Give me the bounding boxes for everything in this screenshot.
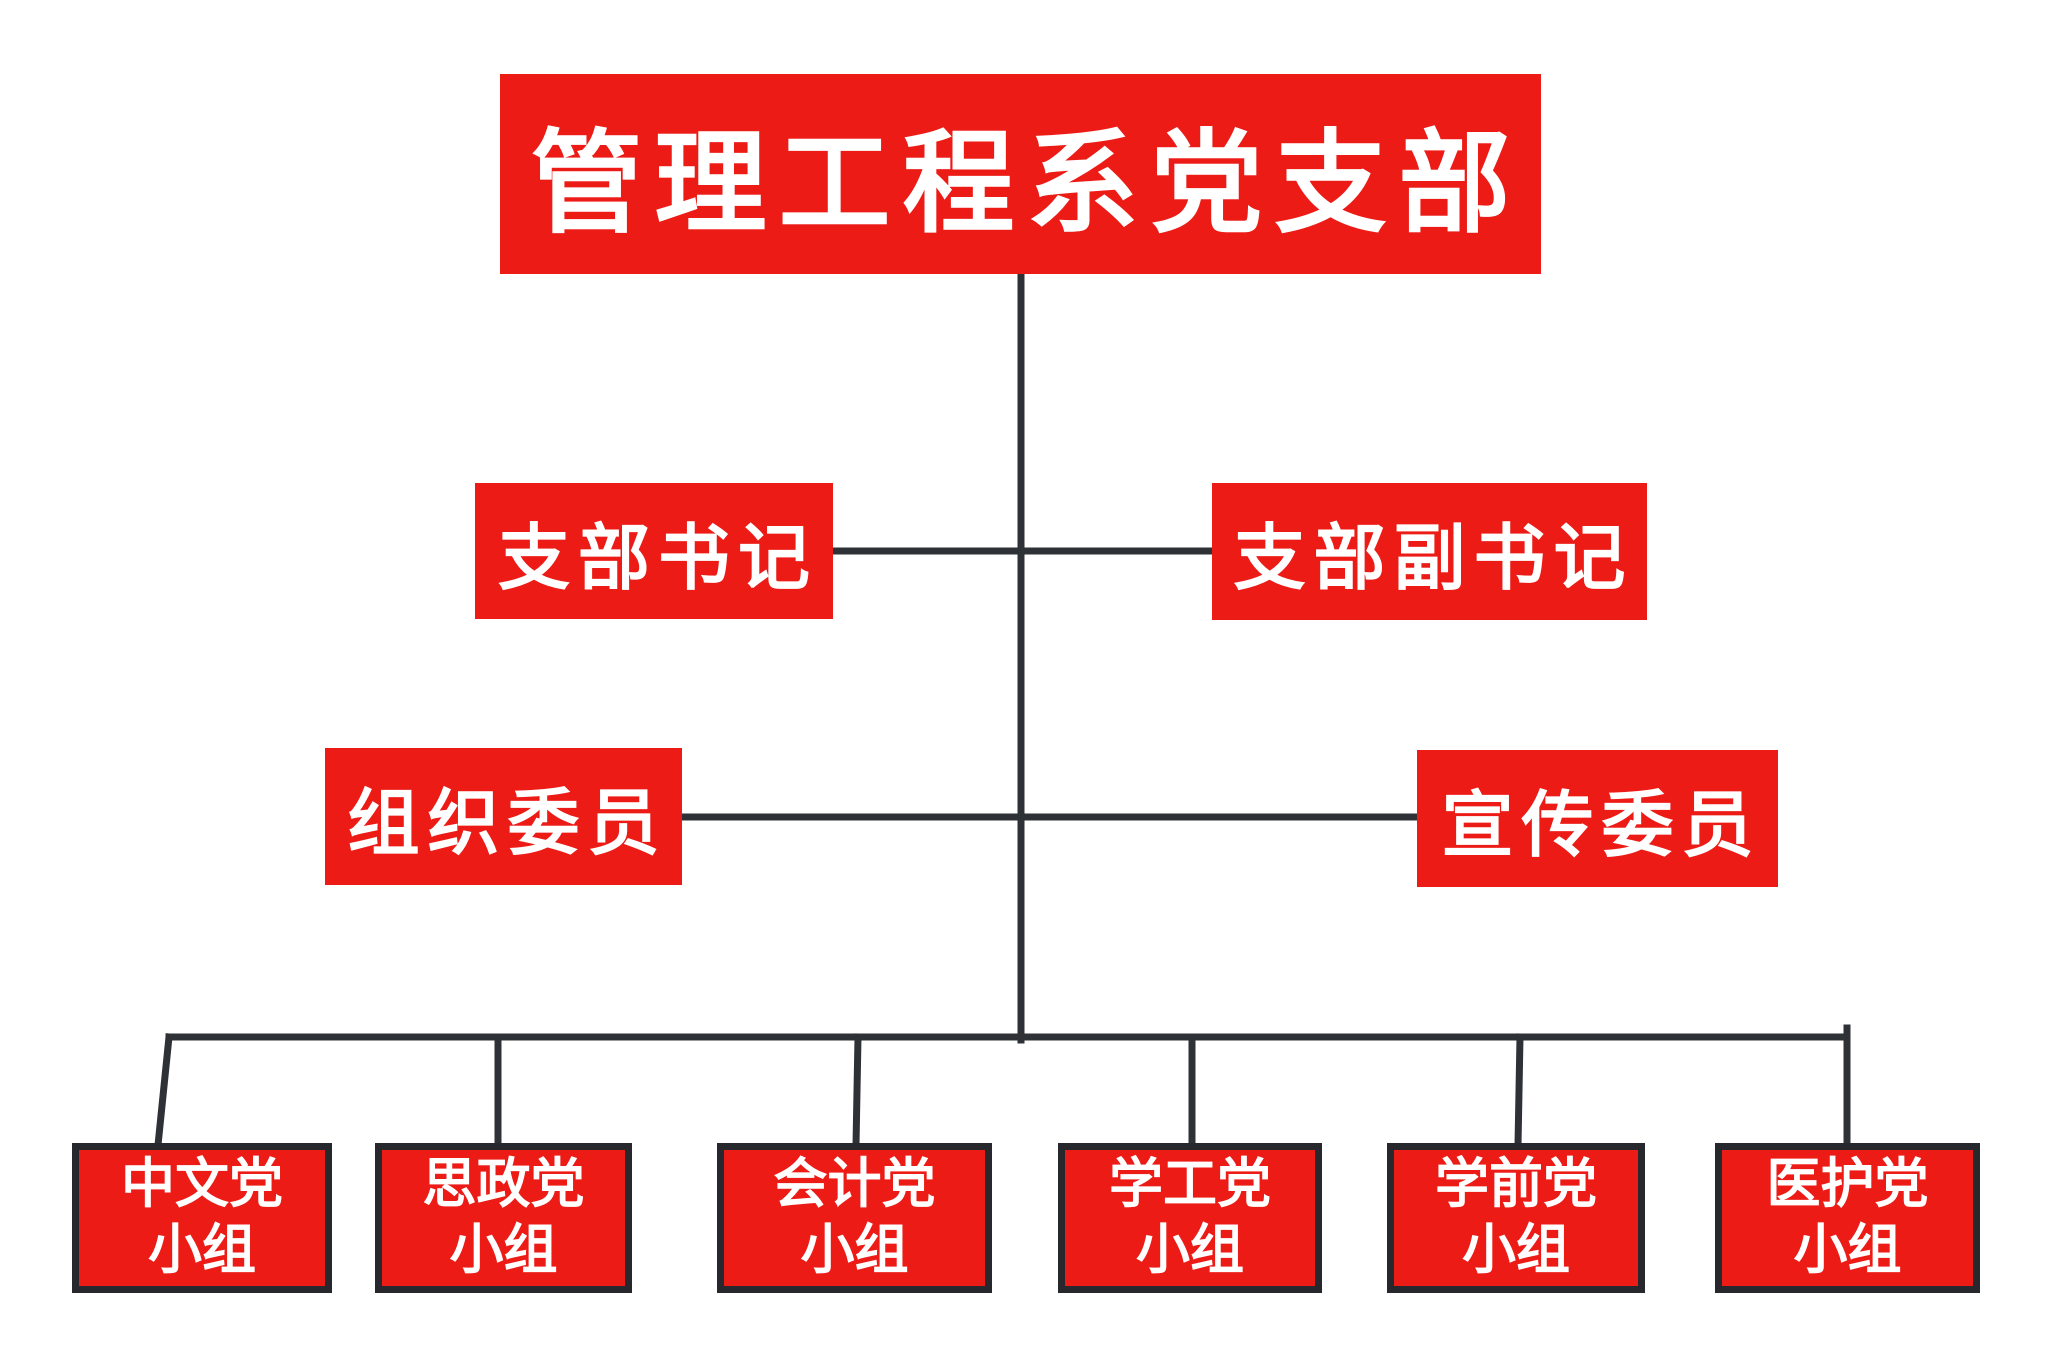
group-label-line: 思政党: [422, 1154, 585, 1215]
group-label-line: 小组: [449, 1220, 558, 1280]
connector-drop-1: [154, 1033, 173, 1149]
group-label-line: 小组: [1462, 1220, 1570, 1280]
node-group-preschool: 学前党 小组: [1387, 1143, 1645, 1293]
group-label-line: 学工党: [1109, 1154, 1271, 1215]
node-branch-secretary: 支部书记: [475, 483, 833, 619]
group-label-line: 医护党: [1766, 1154, 1929, 1215]
group-label-line: 小组: [1136, 1220, 1244, 1280]
node-group-chinese: 中文党 小组: [72, 1143, 332, 1293]
connector-drop-5: [1514, 1033, 1524, 1149]
node-group-ideology-politics: 思政党 小组: [375, 1143, 632, 1293]
group-label-line: 小组: [1793, 1220, 1902, 1280]
group-label-line: 小组: [148, 1220, 256, 1280]
root-node-party-branch: 管理工程系党支部: [500, 74, 1541, 274]
connector-drop-3: [852, 1033, 862, 1149]
group-label-line: 学前党: [1435, 1154, 1597, 1215]
node-group-accounting: 会计党 小组: [717, 1143, 992, 1293]
group-label-line: 小组: [800, 1220, 909, 1280]
node-publicity-committee: 宣传委员: [1417, 750, 1778, 887]
group-label-line: 中文党: [121, 1154, 283, 1215]
node-organization-committee: 组织委员: [325, 748, 682, 885]
group-label-line: 会计党: [773, 1154, 936, 1215]
node-group-medical-care: 医护党 小组: [1715, 1143, 1980, 1293]
node-group-student-affairs: 学工党 小组: [1058, 1143, 1322, 1293]
node-deputy-branch-secretary: 支部副书记: [1212, 483, 1647, 620]
